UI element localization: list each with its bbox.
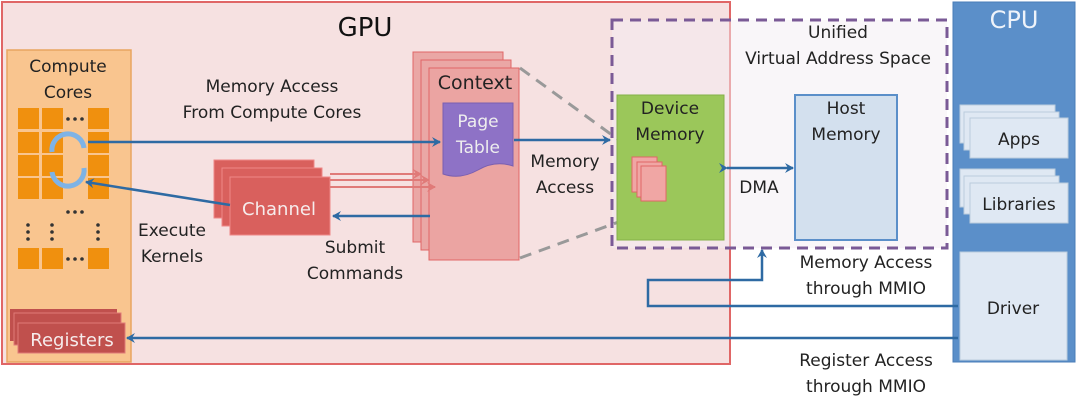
core-cell <box>18 108 39 129</box>
ellipsis-dot <box>96 223 100 227</box>
label-submit-commands-line2: Commands <box>307 264 403 284</box>
ellipsis-dot <box>50 237 54 241</box>
label-submit-commands-line1: Submit <box>325 238 386 258</box>
compute-cores-label-line2: Cores <box>44 83 92 103</box>
core-cell <box>18 178 39 199</box>
cpu-title: CPU <box>990 6 1039 34</box>
page-table <box>442 102 514 177</box>
ellipsis-dot <box>26 237 30 241</box>
uvas-label-line1: Unified <box>808 23 868 43</box>
ellipsis-dot <box>80 117 84 121</box>
core-cell <box>88 155 109 176</box>
label-mem-access-cores-line1: Memory Access <box>206 77 339 97</box>
core-cell <box>42 248 63 269</box>
channel-stack <box>213 159 331 236</box>
libraries-stack <box>959 168 1069 224</box>
label-mem-access-cores-line2: From Compute Cores <box>183 103 362 123</box>
compute-cores-label-line1: Compute <box>29 57 107 77</box>
apps-stack <box>959 104 1069 159</box>
core-cell <box>42 155 63 176</box>
refresh-cycle-icon <box>49 131 87 189</box>
uvas-label-line2: Virtual Address Space <box>745 49 931 69</box>
memory-pages-icon <box>631 156 667 202</box>
label-mmio-register-line2: through MMIO <box>806 377 926 397</box>
label-mmio-memory-line2: through MMIO <box>806 279 926 299</box>
ellipsis-dot <box>66 257 70 261</box>
ellipsis-dot <box>50 223 54 227</box>
ellipsis-dot <box>80 210 84 214</box>
core-cell <box>18 132 39 153</box>
arrow-driver-mmio-memory <box>646 249 958 308</box>
libraries-label: Libraries <box>982 195 1056 215</box>
core-cell <box>18 248 39 269</box>
driver-box <box>959 251 1068 361</box>
channel-label: Channel <box>242 199 316 220</box>
host-memory-label-line2: Memory <box>811 125 880 145</box>
page-table-label-line2: Table <box>455 138 500 158</box>
label-memory-access-line1: Memory <box>530 152 599 172</box>
page-table-label-line1: Page <box>457 112 498 132</box>
registers-stack <box>10 309 126 354</box>
device-memory-label-line2: Memory <box>635 125 704 145</box>
label-mmio-memory-line1: Memory Access <box>800 253 933 273</box>
label-execute-kernels-line2: Kernels <box>141 247 203 267</box>
core-cell <box>18 155 39 176</box>
core-cell <box>88 108 109 129</box>
context-label: Context <box>438 72 512 94</box>
apps-label: Apps <box>998 130 1040 150</box>
core-cell <box>88 248 109 269</box>
ellipsis-dot <box>96 230 100 234</box>
gpu-title: GPU <box>338 13 393 43</box>
host-memory-label-line1: Host <box>827 99 866 119</box>
ellipsis-dot <box>26 223 30 227</box>
ellipsis-dot <box>73 117 77 121</box>
ellipsis-dot <box>73 210 77 214</box>
label-mmio-register-line1: Register Access <box>799 351 933 371</box>
ellipsis-dot <box>96 237 100 241</box>
label-memory-access-line2: Access <box>536 178 594 198</box>
driver-label: Driver <box>987 299 1039 319</box>
device-memory-label-line1: Device <box>641 99 699 119</box>
ellipsis-dot <box>66 210 70 214</box>
host-memory <box>794 94 898 241</box>
ellipsis-dot <box>50 230 54 234</box>
core-cell <box>42 108 63 129</box>
label-dma: DMA <box>739 178 779 198</box>
channel-to-context-arrows <box>330 169 436 192</box>
label-execute-kernels-line1: Execute <box>138 221 206 241</box>
ellipsis-dot <box>26 230 30 234</box>
core-cell <box>88 178 109 199</box>
arrow-channel-to-cores <box>85 178 231 207</box>
ellipsis-dot <box>66 117 70 121</box>
ellipsis-dot <box>80 257 84 261</box>
ellipsis-dot <box>73 257 77 261</box>
registers-label: Registers <box>30 330 114 351</box>
